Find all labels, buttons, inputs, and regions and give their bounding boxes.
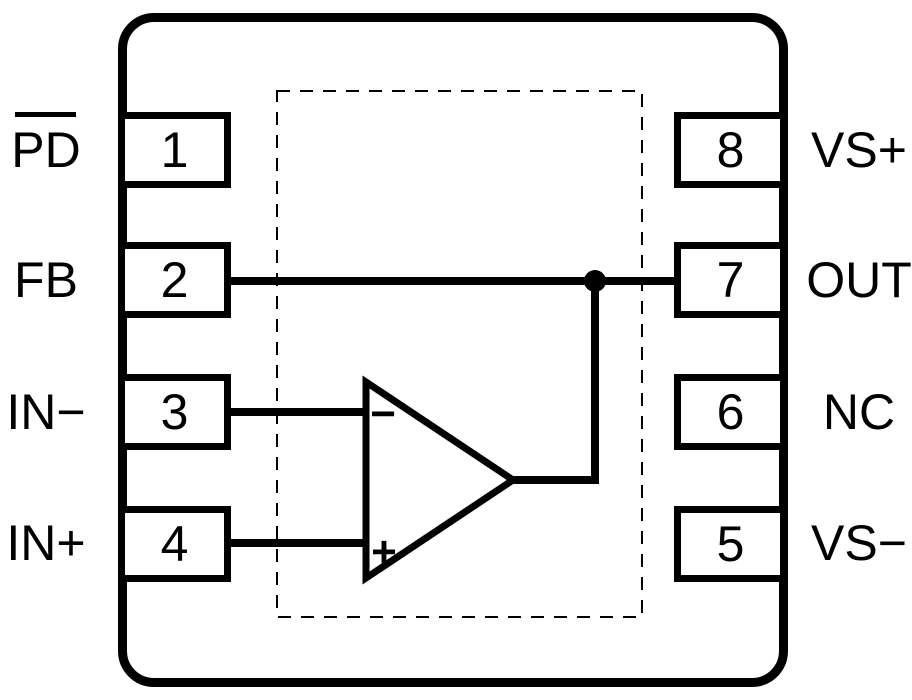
- pd-active-low-overline: [15, 112, 76, 117]
- pin-6-number: 6: [716, 384, 745, 440]
- pin-8-box: 8: [674, 112, 787, 188]
- junction-dot: [584, 270, 606, 292]
- functional-block-dashed-box: [276, 90, 643, 618]
- pin-1-number: 1: [160, 122, 189, 178]
- pin-label-pd: PD: [11, 122, 81, 178]
- pin-label-nc: NC: [822, 384, 896, 440]
- pin-label-fb: FB: [14, 252, 78, 308]
- pin-7-box: 7: [674, 242, 787, 318]
- pin-8-number: 8: [716, 122, 745, 178]
- pin-7-number: 7: [716, 252, 745, 308]
- input-wires: [226, 408, 370, 547]
- pin-label-out: OUT: [806, 252, 912, 308]
- pin-2-number: 2: [160, 252, 189, 308]
- pin-4-number: 4: [160, 516, 189, 572]
- pin-4-box: 4: [118, 506, 231, 582]
- inverting-input-minus-icon: −: [370, 390, 396, 439]
- pin-3-number: 3: [160, 384, 189, 440]
- pin-label-vs-plus: VS+: [811, 122, 907, 178]
- pin-label-vs-minus: VS−: [811, 515, 907, 571]
- pin-label-in-plus: IN+: [6, 515, 86, 571]
- pin-label-in-minus: IN−: [6, 384, 86, 440]
- pin-2-box: 2: [118, 242, 231, 318]
- pin-1-box: 1: [118, 112, 231, 188]
- pin-3-box: 3: [118, 374, 231, 450]
- pin-6-box: 6: [674, 374, 787, 450]
- pin-5-number: 5: [716, 516, 745, 572]
- non-inverting-input-plus-icon: +: [371, 528, 397, 577]
- pin-5-box: 5: [674, 506, 787, 582]
- opamp-triangle-icon: [362, 375, 520, 585]
